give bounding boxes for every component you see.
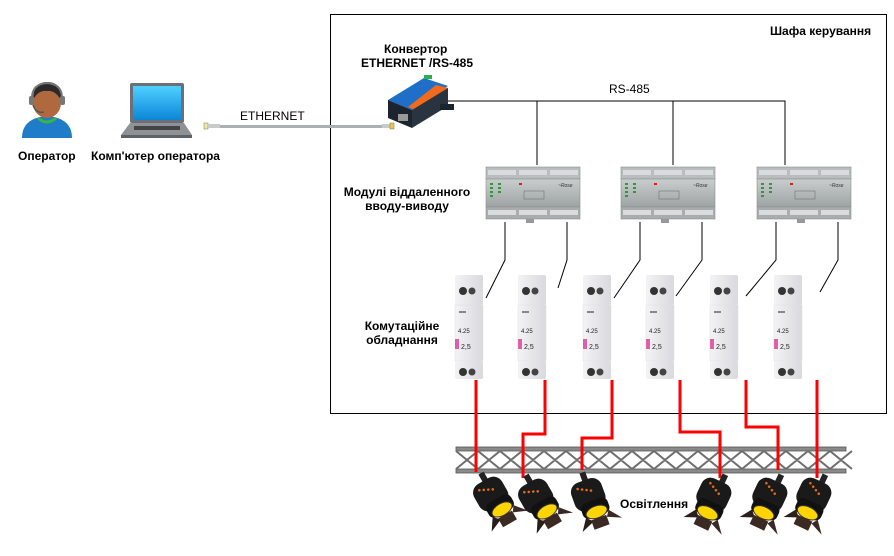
spotlight-icon	[682, 465, 746, 538]
operator-label: Оператор	[18, 149, 76, 163]
io-modules-label: Модулі віддаленного вводу-виводу	[342, 185, 472, 213]
power-wires	[474, 380, 819, 478]
control-cabinet-border	[330, 14, 887, 414]
contactor-icon	[454, 274, 484, 380]
converter-label-line1: Конвертор	[384, 42, 448, 56]
cabinet-label: Шафа керування	[770, 24, 872, 38]
switching-label-line1: Комутаційне	[364, 319, 440, 333]
rs485-bus	[448, 100, 786, 165]
operator-headset-icon	[22, 81, 72, 138]
contactor-icon	[709, 274, 739, 380]
io-module-icon	[620, 166, 716, 224]
ethernet-label: ETHERNET	[240, 109, 305, 123]
io-modules	[485, 166, 852, 224]
computer-label: Комп'ютер оператора	[91, 149, 220, 163]
ethernet-cable	[203, 122, 395, 130]
contactor-icon	[645, 274, 675, 380]
laptop-icon	[121, 83, 192, 138]
io-modules-label-line2: вводу-виводу	[365, 199, 449, 213]
rs485-label: RS-485	[609, 82, 650, 96]
spotlight-icon	[562, 464, 624, 535]
contactor-icon	[582, 274, 612, 380]
converter-label-line2: ETHERNET /RS-485	[361, 56, 474, 70]
signal-wires	[485, 222, 839, 299]
io-module-icon	[485, 166, 581, 224]
spotlight-icon	[508, 463, 575, 536]
spotlight-icon	[738, 465, 802, 538]
spotlight-icon	[782, 465, 846, 538]
lighting-truss	[455, 446, 853, 474]
lighting-label: Освітлення	[620, 497, 689, 511]
contactor-icon	[517, 274, 547, 380]
io-module-icon	[756, 166, 852, 224]
switching-label: Комутаційне обладнання	[352, 319, 452, 347]
switching-label-line2: обладнання	[366, 333, 438, 347]
ethernet-rs485-converter-icon	[388, 75, 454, 128]
contactor-icon	[773, 274, 803, 380]
io-modules-label-line1: Модулі віддаленного	[343, 185, 471, 199]
